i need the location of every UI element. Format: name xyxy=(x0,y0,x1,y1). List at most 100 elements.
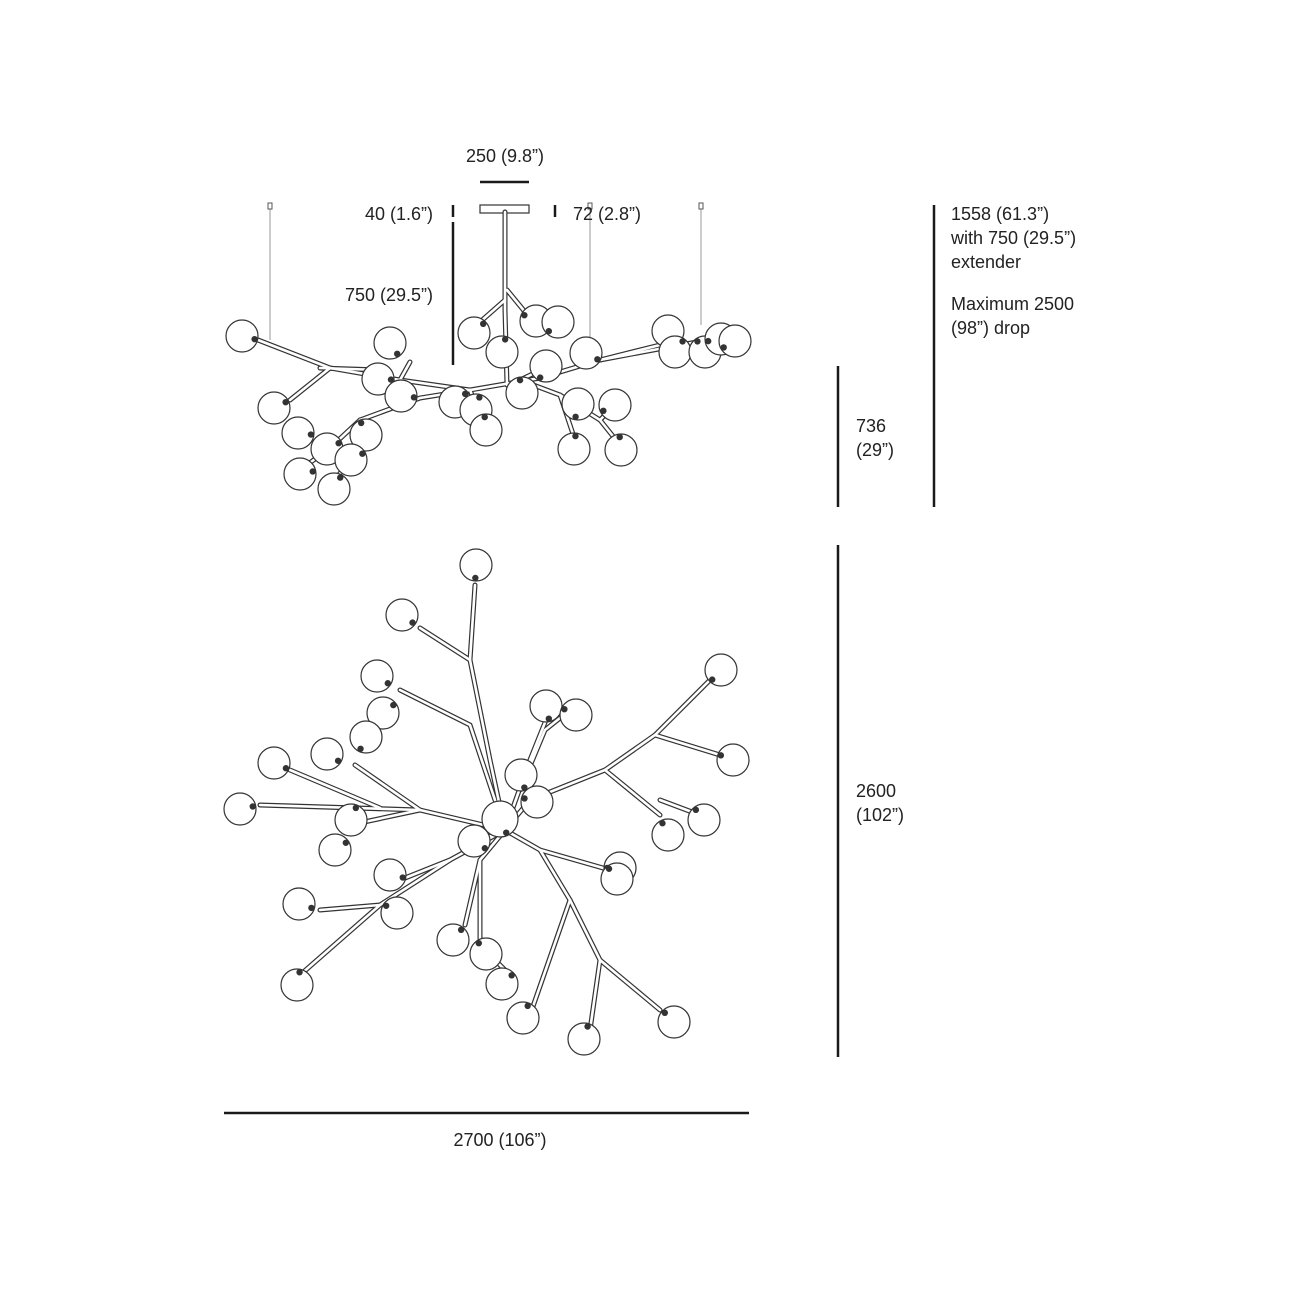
globe-socket xyxy=(309,468,316,475)
globe xyxy=(529,689,563,723)
plan-depth-label: 2600 (102”) xyxy=(856,779,904,827)
branch xyxy=(288,366,332,402)
branch xyxy=(588,958,602,1032)
globe xyxy=(360,659,394,693)
globe-socket xyxy=(704,337,712,345)
globe xyxy=(718,324,752,358)
branch xyxy=(468,583,507,832)
globe-socket xyxy=(461,390,469,398)
globe xyxy=(504,758,538,792)
globe xyxy=(485,335,519,369)
plan-view xyxy=(223,548,750,1056)
globe-socket xyxy=(410,394,418,401)
branch xyxy=(418,626,472,662)
globe xyxy=(283,457,317,491)
branch xyxy=(463,858,482,927)
globe-socket xyxy=(501,336,509,343)
branch xyxy=(502,827,663,1013)
globe-socket xyxy=(709,676,716,683)
globe xyxy=(600,862,634,896)
globe xyxy=(317,472,351,506)
globe xyxy=(604,433,638,467)
globe xyxy=(457,824,491,858)
hook-offset-label: 72 (2.8”) xyxy=(573,204,642,224)
globe xyxy=(349,418,383,452)
globe-socket xyxy=(720,344,727,351)
plan-globes xyxy=(223,548,750,1056)
globe-socket xyxy=(359,450,366,457)
plan-depth-value: 2600 xyxy=(856,781,897,801)
total-height-value: 1558 (61.3”) xyxy=(951,204,1050,224)
globe-socket xyxy=(616,433,623,441)
globe xyxy=(281,416,315,450)
globe-socket xyxy=(584,1023,591,1030)
globe-socket xyxy=(394,350,401,358)
branch xyxy=(318,903,382,912)
suspension-cables xyxy=(269,208,702,348)
globe-socket xyxy=(337,474,344,481)
globe xyxy=(557,432,591,466)
cable-hooks xyxy=(267,202,704,210)
globe-socket xyxy=(476,394,483,401)
globe xyxy=(384,379,418,413)
globe-socket xyxy=(594,356,601,363)
globe-socket xyxy=(521,311,528,319)
branch xyxy=(528,898,572,1017)
globe-socket xyxy=(572,413,579,420)
canopy-width-label: 250 (9.8”) xyxy=(465,146,545,166)
total-height-extender: with 750 (29.5”) xyxy=(951,228,1077,248)
canopy-depth-label: 40 (1.6”) xyxy=(364,204,433,224)
globe xyxy=(225,319,259,353)
branch xyxy=(653,733,722,757)
globe-socket xyxy=(717,752,725,759)
globe-socket xyxy=(342,839,350,846)
globe xyxy=(436,923,470,957)
globe-socket xyxy=(352,804,360,812)
globe-socket xyxy=(694,338,701,345)
total-height-extender-word: extender xyxy=(951,252,1022,272)
globe xyxy=(223,792,257,826)
globe-socket xyxy=(357,419,365,427)
globe xyxy=(380,896,414,930)
globe xyxy=(257,391,291,425)
globe-socket xyxy=(661,1009,669,1017)
globe xyxy=(318,833,352,867)
globe xyxy=(385,598,419,632)
plan-depth-inch: (102”) xyxy=(856,805,905,825)
globe-socket xyxy=(399,874,406,881)
branch xyxy=(603,768,662,817)
globe-socket xyxy=(521,784,528,791)
globe-socket xyxy=(384,680,392,687)
globe-socket xyxy=(481,413,488,421)
globe-socket xyxy=(679,338,686,345)
globe-socket xyxy=(600,407,607,415)
globe-socket xyxy=(249,803,256,810)
globe-socket xyxy=(296,969,303,976)
globe-socket xyxy=(357,745,364,753)
globe-socket xyxy=(481,845,489,852)
globe xyxy=(561,387,595,421)
total-height-label: 1558 (61.3”) with 750 (29.5”) extender xyxy=(951,202,1076,274)
globe xyxy=(257,746,291,780)
globe-socket xyxy=(308,904,315,912)
globe-socket xyxy=(536,374,544,381)
globe xyxy=(282,887,316,921)
globe xyxy=(481,800,519,838)
globe-socket xyxy=(545,327,553,335)
globe xyxy=(469,413,503,447)
globe xyxy=(651,818,685,852)
branch xyxy=(478,298,507,324)
branch xyxy=(288,768,382,810)
globe-socket xyxy=(472,574,479,582)
globe xyxy=(687,803,721,837)
globe-socket xyxy=(561,705,568,713)
dimension-lines xyxy=(224,180,936,1115)
body-height-value: 736 xyxy=(856,416,887,436)
globe xyxy=(716,743,750,777)
globe xyxy=(658,335,692,369)
globe xyxy=(598,388,632,422)
globe xyxy=(569,336,603,370)
globe-socket xyxy=(572,432,579,440)
globe xyxy=(334,803,368,837)
globe-socket xyxy=(475,939,482,947)
